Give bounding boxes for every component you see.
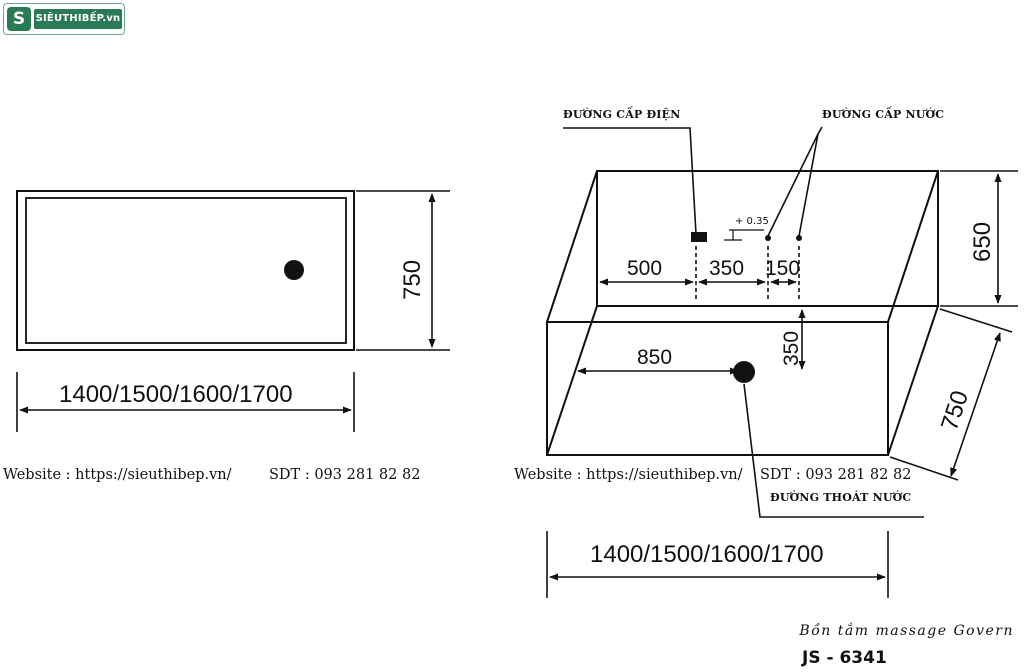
watermark-website-right: Website : https://sieuthibep.vn/	[514, 467, 743, 483]
tub-outer-outline	[16, 190, 355, 351]
product-name: Bồn tắm massage Govern	[799, 623, 1014, 639]
water-inlet-left-dot	[765, 235, 771, 241]
depth-dimension	[889, 308, 1013, 481]
dim-150-label: 150	[765, 257, 800, 280]
logo-text: SIÊUTHIBẾP.vn	[34, 9, 122, 29]
power-line-leader	[563, 127, 697, 235]
water-supply-leader	[767, 126, 823, 237]
logo-icon: S	[7, 7, 31, 31]
dim-350-vertical-label: 350	[780, 331, 803, 366]
edge-top-left	[546, 170, 598, 323]
iso-view	[546, 170, 939, 456]
tub-inner-outline	[25, 197, 347, 344]
dim-650-label: 650	[969, 222, 996, 262]
top-view	[16, 190, 355, 351]
site-logo[interactable]: S SIÊUTHIBẾP.vn	[3, 3, 125, 35]
water-inlet-right-dot	[796, 235, 802, 241]
drain-dot	[733, 361, 755, 383]
dim-500-label: 500	[627, 257, 662, 280]
top-drain-dot	[284, 260, 304, 280]
length-dimension	[546, 531, 889, 598]
front-face	[546, 321, 889, 456]
drain-label: ĐƯỜNG THOÁT NƯỚC	[770, 491, 912, 504]
power-socket-marker	[691, 232, 707, 242]
product-model: JS - 6341	[802, 648, 887, 668]
edge-bottom-left	[546, 305, 598, 456]
drain-leader	[743, 383, 924, 518]
height-dimension	[940, 170, 1018, 307]
edge-bottom-right	[887, 305, 939, 456]
top-depth-label: 750	[399, 260, 426, 300]
water-supply-label: ĐƯỜNG CẤP NƯỚC	[822, 108, 945, 121]
watermark-website-left: Website : https://sieuthibep.vn/	[3, 467, 232, 483]
length-label: 1400/1500/1600/1700	[590, 541, 824, 568]
level-mark	[724, 229, 764, 241]
dim-850-label: 850	[637, 346, 672, 369]
level-mark-label: + 0.35	[735, 216, 769, 227]
inlet-chain-dimension	[599, 246, 800, 300]
watermark-phone-right: SDT : 093 281 82 82	[760, 467, 912, 483]
dim-350-horizontal-label: 350	[709, 257, 744, 280]
top-depth-dimension	[356, 190, 450, 351]
top-width-label: 1400/1500/1600/1700	[59, 381, 293, 408]
edge-top-right	[887, 170, 939, 323]
back-face	[596, 170, 939, 307]
power-line-label: ĐƯỜNG CẤP ĐIỆN	[563, 108, 681, 121]
watermark-phone-left: SDT : 093 281 82 82	[269, 467, 421, 483]
top-width-dimension	[16, 372, 355, 432]
